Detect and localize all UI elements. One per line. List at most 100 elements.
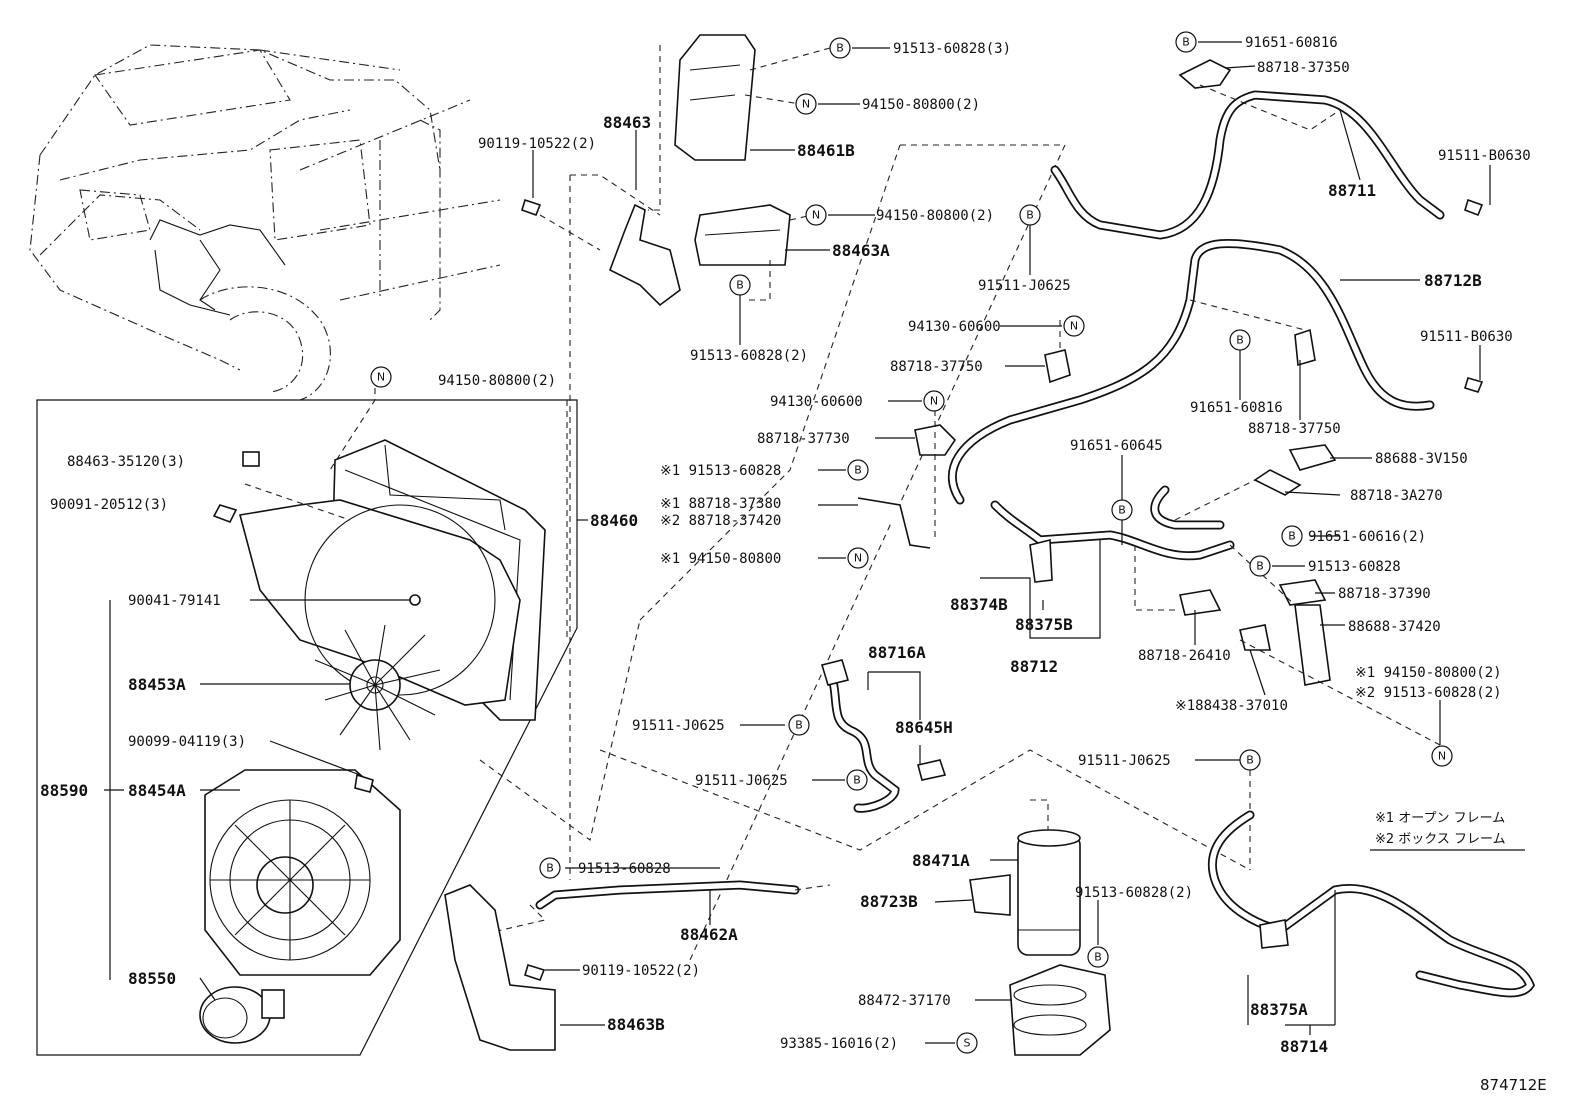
bracket-88463 bbox=[608, 203, 681, 307]
label-91513-60828-r: 91513-60828 bbox=[1308, 559, 1401, 575]
label-88590: 88590 bbox=[40, 781, 88, 800]
label-88463: 88463 bbox=[603, 113, 651, 132]
note-box-frame: ※2 ボックス フレーム bbox=[1375, 832, 1506, 847]
bracket-88718-37380 bbox=[857, 497, 931, 549]
label-91651-60616-2: 91651-60616(2) bbox=[1308, 529, 1426, 545]
svg-text:B: B bbox=[795, 719, 803, 732]
svg-text:B: B bbox=[1182, 36, 1190, 49]
motor-88550 bbox=[199, 986, 285, 1044]
hose-88712 bbox=[990, 485, 1235, 561]
marker-b-5: B bbox=[1229, 329, 1251, 351]
svg-text:B: B bbox=[1236, 334, 1244, 347]
fan-assembly-box bbox=[36, 377, 588, 1056]
svg-text:B: B bbox=[546, 862, 554, 875]
svg-text:B: B bbox=[1288, 530, 1296, 543]
label-88463A: 88463A bbox=[832, 241, 890, 260]
marker-n-6: N bbox=[1431, 745, 1453, 767]
label-90119-10522-2-low: 90119-10522(2) bbox=[582, 963, 700, 979]
label-94130-60600-a: 94130-60600 bbox=[908, 319, 1001, 335]
marker-b-6: B bbox=[847, 459, 869, 481]
svg-text:B: B bbox=[1246, 754, 1254, 767]
bracket-88463B bbox=[444, 884, 556, 1051]
nut-icon bbox=[242, 451, 260, 467]
hose-88711 bbox=[1050, 59, 1445, 240]
label-94150-80800-2-box: 94150-80800(2) bbox=[438, 373, 556, 389]
part-labels: 91513-60828(3) 94150-80800(2) 88463 8846… bbox=[40, 35, 1531, 1056]
hose-88712B bbox=[947, 239, 1435, 505]
marker-b-3: B bbox=[1175, 31, 1197, 53]
label-88460: 88460 bbox=[590, 511, 638, 530]
label-88375A: 88375A bbox=[1250, 1000, 1308, 1019]
label-88712B: 88712B bbox=[1424, 271, 1482, 290]
svg-text:B: B bbox=[1118, 504, 1126, 517]
marker-b-7: B bbox=[1111, 499, 1133, 521]
label-91511-j0625-a: 91511-J0625 bbox=[632, 718, 725, 734]
label-88718-37350: 88718-37350 bbox=[1257, 60, 1350, 76]
svg-text:N: N bbox=[802, 98, 810, 111]
label-88688-37420: 88688-37420 bbox=[1348, 619, 1441, 635]
marker-b-14: B bbox=[1087, 946, 1109, 968]
marker-b-10: B bbox=[788, 714, 810, 736]
clamp-88718-37750 bbox=[1044, 349, 1071, 384]
label-91513-60828-2-low: 91513-60828(2) bbox=[1075, 885, 1193, 901]
svg-text:B: B bbox=[854, 464, 862, 477]
svg-text:B: B bbox=[1094, 951, 1102, 964]
label-91513-60828-low: 91513-60828 bbox=[578, 861, 671, 877]
marker-b-2: B bbox=[729, 274, 751, 296]
label-88711: 88711 bbox=[1328, 181, 1376, 200]
receiver-88471A bbox=[1017, 829, 1081, 956]
label-94130-60600-b: 94130-60600 bbox=[770, 394, 863, 410]
leader-lines bbox=[532, 41, 1491, 1044]
label-88718-37730: 88718-37730 bbox=[757, 431, 850, 447]
marker-b-9: B bbox=[1249, 555, 1271, 577]
label-91513-60828-2-top: 91513-60828(2) bbox=[690, 348, 808, 364]
label-91651-60816-mid: 91651-60816 bbox=[1190, 400, 1283, 416]
note-open-frame: ※1 オープン フレーム bbox=[1375, 811, 1505, 826]
label-88461B: 88461B bbox=[797, 141, 855, 160]
label-s1-94150-80800-2: ※1 94150-80800(2) bbox=[1355, 665, 1502, 681]
label-88718-37750-b: 88718-37750 bbox=[1248, 421, 1341, 437]
label-88463-35120-3: 88463-35120(3) bbox=[67, 454, 185, 470]
label-91511-j0625-c: 91511-J0625 bbox=[1078, 753, 1171, 769]
svg-text:B: B bbox=[736, 279, 744, 292]
label-88718-3a270: 88718-3A270 bbox=[1350, 488, 1443, 504]
label-91511-j0625-b: 91511-J0625 bbox=[695, 773, 788, 789]
label-91511-b0630-top: 91511-B0630 bbox=[1438, 148, 1531, 164]
label-s2-91513-60828-2: ※2 91513-60828(2) bbox=[1355, 685, 1502, 701]
label-88463B: 88463B bbox=[607, 1015, 665, 1034]
shield-88461B bbox=[674, 34, 756, 161]
label-s1-88718-37380: ※1 88718-37380 bbox=[660, 496, 781, 512]
svg-text:N: N bbox=[1438, 750, 1446, 763]
label-88714: 88714 bbox=[1280, 1037, 1328, 1056]
label-91511-b0630-mid: 91511-B0630 bbox=[1420, 329, 1513, 345]
svg-text:B: B bbox=[853, 774, 861, 787]
label-91651-60816-top: 91651-60816 bbox=[1245, 35, 1338, 51]
label-88472-37170: 88472-37170 bbox=[858, 993, 951, 1009]
label-90041-79141: 90041-79141 bbox=[128, 593, 221, 609]
clamp-88718-37730 bbox=[914, 424, 957, 456]
label-88718-37390: 88718-37390 bbox=[1338, 586, 1431, 602]
label-91511-j0625-top: 91511-J0625 bbox=[978, 278, 1071, 294]
label-88375B: 88375B bbox=[1015, 615, 1073, 634]
label-93385-16016-2: 93385-16016(2) bbox=[780, 1036, 898, 1052]
label-s1-91513-60828: ※1 91513-60828 bbox=[660, 463, 781, 479]
label-s1-94150-80800: ※1 94150-80800 bbox=[660, 551, 781, 567]
svg-text:B: B bbox=[836, 42, 844, 55]
hose-88714 bbox=[1207, 810, 1536, 998]
bolt-icon bbox=[524, 963, 546, 981]
label-90119-10522-2-top: 90119-10522(2) bbox=[478, 136, 596, 152]
label-94150-80800-2-mid: 94150-80800(2) bbox=[876, 208, 994, 224]
label-88723B: 88723B bbox=[860, 892, 918, 911]
svg-text:S: S bbox=[964, 1037, 971, 1050]
marker-n-5: N bbox=[847, 547, 869, 569]
label-88712: 88712 bbox=[1010, 657, 1058, 676]
label-88645H: 88645H bbox=[895, 718, 953, 737]
svg-text:B: B bbox=[1256, 560, 1264, 573]
label-88718-37750-a: 88718-37750 bbox=[890, 359, 983, 375]
label-91651-60645: 91651-60645 bbox=[1070, 438, 1163, 454]
marker-s-1: S bbox=[956, 1032, 978, 1054]
label-90099-04119-3: 90099-04119(3) bbox=[128, 734, 246, 750]
bracket-88472-37170 bbox=[1009, 964, 1111, 1056]
cover-88723B bbox=[969, 874, 1011, 916]
